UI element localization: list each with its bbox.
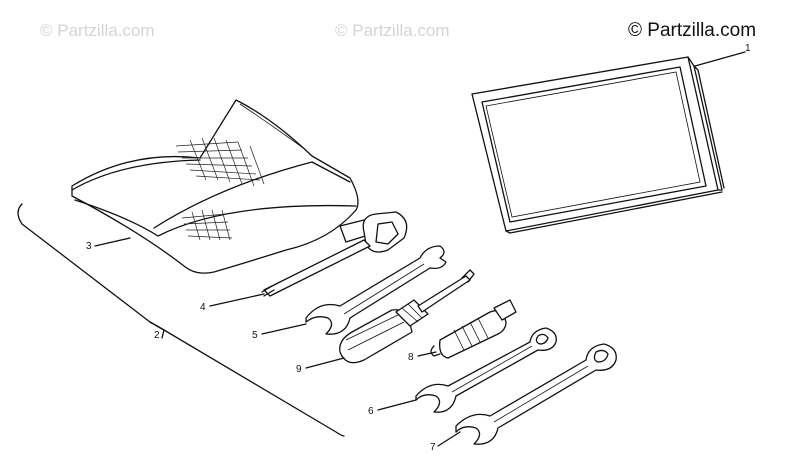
screwdriver (339, 269, 475, 364)
watermark-left: © Partzilla.com (40, 21, 155, 40)
callout-9: 9 (296, 364, 302, 375)
leader-line-7 (437, 431, 461, 447)
spark-plug-wrench (261, 211, 408, 297)
combination-wrench-long (305, 245, 447, 335)
leader-line-3 (94, 237, 131, 247)
leader-line-9 (305, 357, 345, 369)
leader-line-1 (694, 51, 746, 67)
bit-driver (430, 299, 517, 359)
callout-2: 2 (154, 330, 160, 341)
callout-4: 4 (200, 302, 206, 313)
leader-line-5 (261, 323, 307, 335)
leader-line-4 (209, 293, 265, 307)
bracket-notch (149, 321, 165, 339)
owners-manual (471, 56, 725, 234)
combination-wrench-medium (415, 327, 557, 413)
callout-8: 8 (408, 352, 414, 363)
watermark-right: © Partzilla.com (628, 20, 756, 41)
leader-line-6 (377, 399, 417, 411)
callout-3: 3 (86, 241, 92, 252)
leader-line-8 (417, 351, 437, 357)
tool-pouch (71, 99, 359, 274)
callout-6: 6 (368, 406, 374, 417)
callout-1: 1 (745, 43, 751, 54)
watermark-center: © Partzilla.com (335, 21, 450, 40)
callout-5: 5 (252, 330, 258, 341)
callout-7: 7 (430, 442, 436, 453)
combination-wrench-large (455, 343, 617, 445)
